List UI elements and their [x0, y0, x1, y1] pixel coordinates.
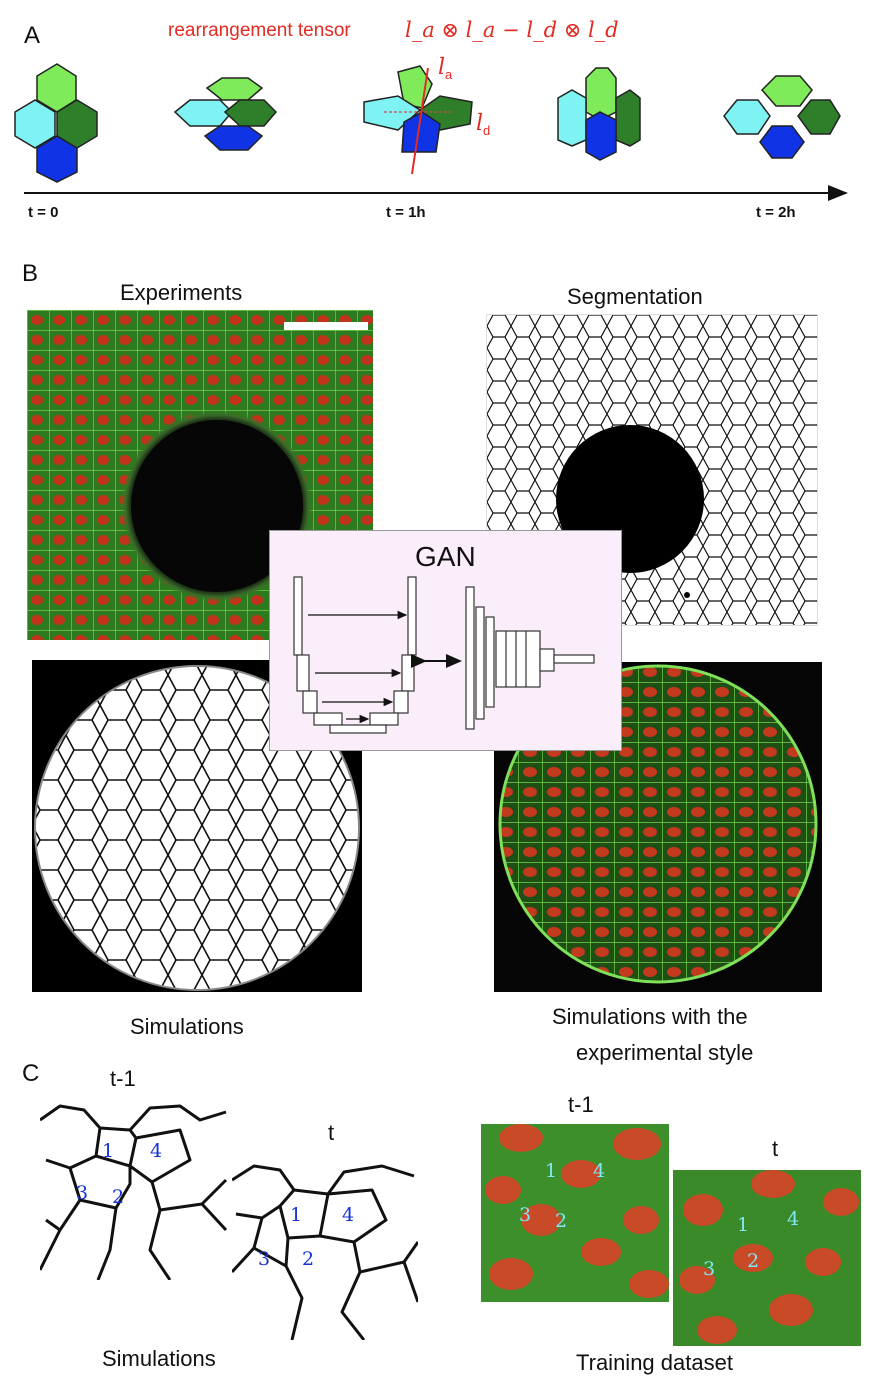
train-t-minus-1-label: t-1: [568, 1092, 594, 1117]
training-crop-t-minus-1: 1 4 3 2: [481, 1124, 669, 1302]
cell-number-1: 1: [545, 1160, 558, 1182]
ld-label: ld: [476, 111, 490, 138]
cell-number-3: 3: [76, 1182, 89, 1204]
la-label: la: [438, 55, 453, 82]
cell-cyan: [14, 99, 56, 149]
experiments-label: Experiments: [120, 280, 243, 305]
cell-number-4: 4: [593, 1160, 606, 1182]
gan-box: GAN: [269, 530, 622, 751]
styled-simulations-label-line1: Simulations with the: [552, 1004, 748, 1029]
segmentation-label: Segmentation: [567, 284, 703, 309]
gan-title: GAN: [415, 541, 476, 572]
styled-simulations-label-line2: experimental style: [576, 1040, 754, 1065]
cell-number-4: 4: [150, 1140, 163, 1162]
time-label-t0: t = 0: [28, 204, 59, 221]
cell-number-1: 1: [102, 1140, 115, 1162]
generator-unet: [293, 576, 417, 734]
cell-rearrangement-diagram: la ld: [14, 55, 848, 201]
cell-cluster-stage2: [173, 77, 278, 151]
cell-number-4: 4: [342, 1204, 355, 1226]
cell-number-2: 2: [555, 1210, 568, 1232]
formula-text: l_a ⊗ l_a − l_d ⊗ l_d: [405, 18, 619, 42]
cell-cluster-t2: [723, 75, 841, 159]
cell-number-3: 3: [703, 1258, 716, 1280]
sim-crop-t: 1 4 3 2: [232, 1162, 418, 1340]
cell-number-1: 1: [737, 1214, 750, 1236]
train-t-label: t: [772, 1136, 779, 1161]
scale-bar: [284, 322, 368, 330]
sim-crop-t-minus-1: 1 4 3 2: [40, 1100, 232, 1280]
cell-number-4: 4: [787, 1208, 800, 1230]
panel-c-letter: C: [22, 1060, 40, 1087]
simulations-crop-label: Simulations: [102, 1346, 216, 1371]
cell-number-3: 3: [519, 1204, 532, 1226]
training-dataset-label: Training dataset: [576, 1350, 733, 1375]
simulations-label: Simulations: [130, 1014, 244, 1039]
rearrangement-tensor-label: rearrangement tensor: [168, 20, 351, 41]
time-label-t1: t = 1h: [386, 204, 426, 221]
sim-t-label: t: [328, 1120, 335, 1145]
cell-number-1: 1: [290, 1204, 303, 1226]
styled-simulation-image: [494, 662, 822, 992]
discriminator: [465, 586, 595, 730]
time-label-t2: t = 2h: [756, 204, 796, 221]
rearrangement-tensor-formula: l_a ⊗ l_a − l_d ⊗ l_d: [405, 18, 619, 42]
cell-cluster-t1: [363, 65, 473, 175]
training-crop-t: 1 4 3 2: [673, 1170, 861, 1346]
gan-architecture-diagram: [293, 576, 595, 734]
panel-a-letter: A: [24, 22, 41, 49]
cell-cluster-t0: [14, 63, 98, 183]
cell-number-2: 2: [112, 1186, 125, 1208]
cell-number-3: 3: [258, 1248, 271, 1270]
cell-blue: [36, 135, 78, 183]
panel-b-letter: B: [22, 260, 39, 287]
sim-t-minus-1-label: t-1: [110, 1066, 136, 1091]
cell-number-2: 2: [302, 1248, 315, 1270]
cell-number-2: 2: [747, 1250, 760, 1272]
cell-cluster-stage4: [557, 67, 641, 161]
